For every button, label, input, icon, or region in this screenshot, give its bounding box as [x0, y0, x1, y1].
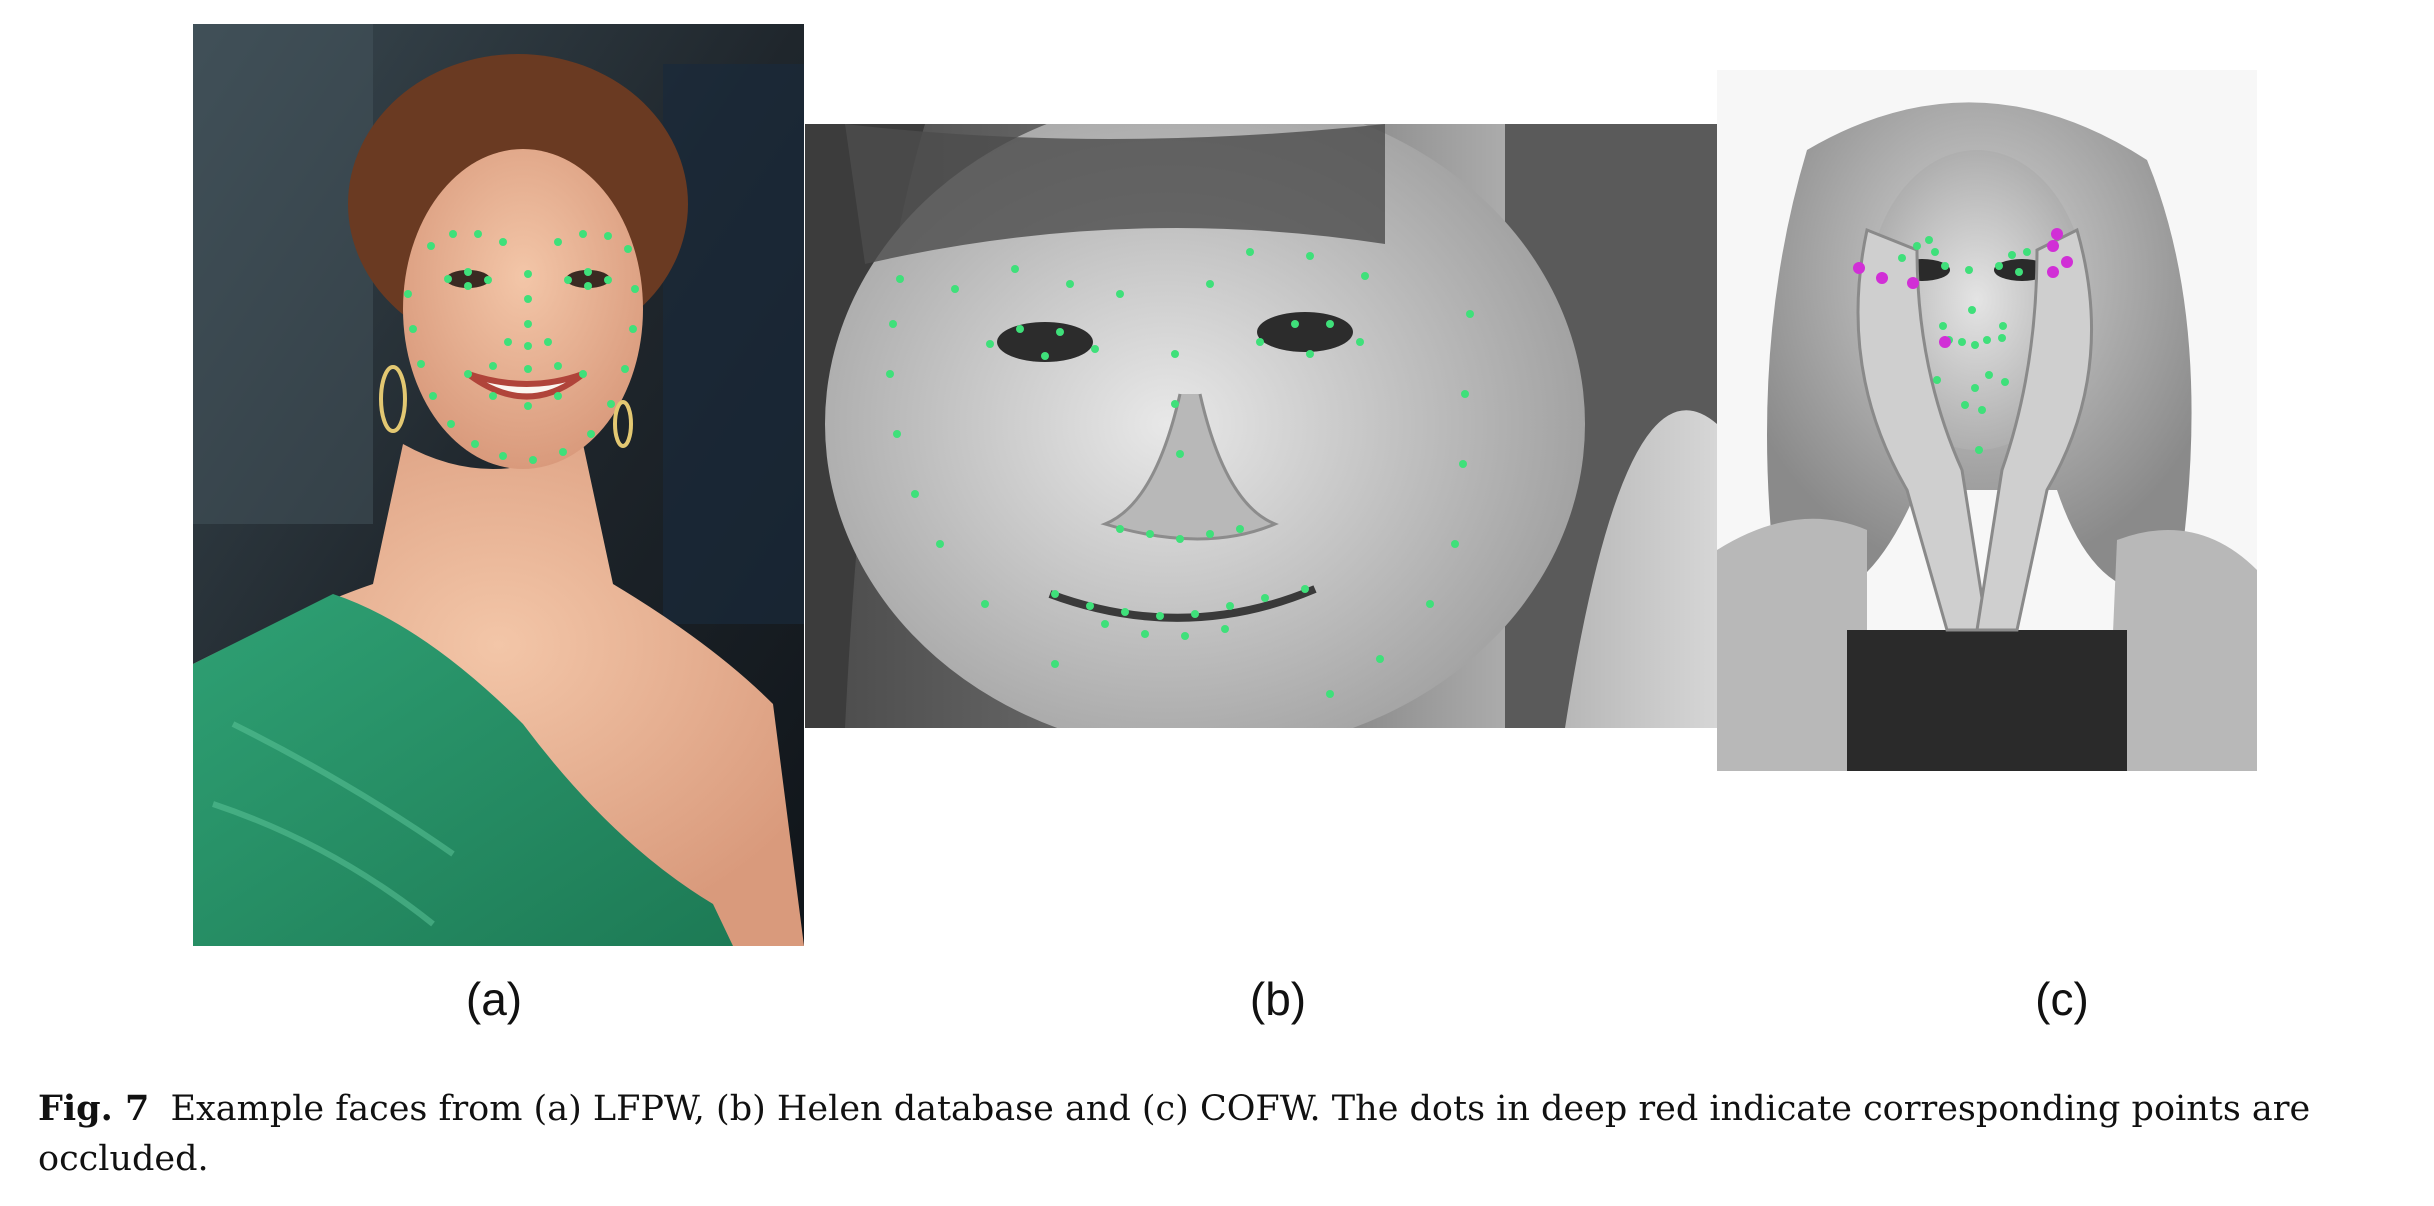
figure-caption: Fig. 7 Example faces from (a) LFPW, (b) … — [38, 1084, 2418, 1184]
landmark-points — [1898, 236, 2031, 454]
subfigure-label-c: (c) — [2035, 973, 2089, 1025]
face-image-lfpw — [193, 24, 804, 946]
helen-photo — [805, 124, 1717, 728]
lfpw-photo — [193, 24, 804, 946]
subfigure-label-a: (a) — [465, 973, 523, 1025]
subfigure-label-b: (b) — [1249, 973, 1307, 1025]
landmark-points — [886, 248, 1474, 698]
figure-number: Fig. 7 — [38, 1088, 150, 1129]
occluded-landmark-points — [1853, 228, 2073, 348]
face-image-cofw — [1717, 70, 2257, 771]
cofw-photo — [1717, 70, 2257, 771]
landmark-points — [404, 230, 639, 464]
face-image-helen — [805, 124, 1717, 728]
caption-text: Example faces from (a) LFPW, (b) Helen d… — [38, 1089, 2311, 1179]
